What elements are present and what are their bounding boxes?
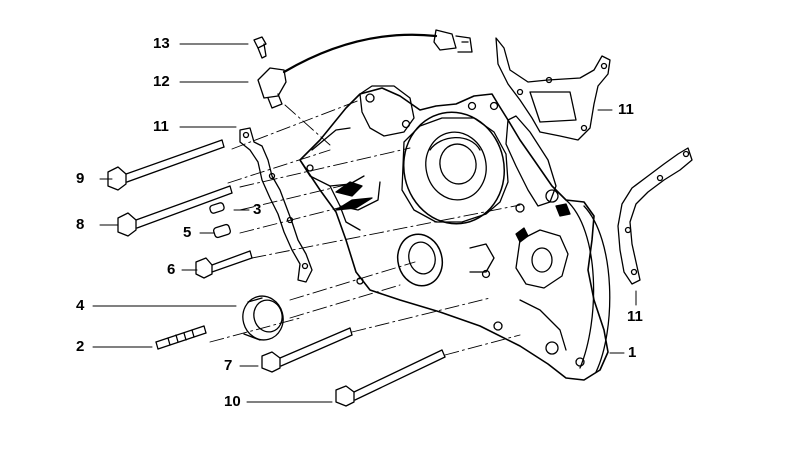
stud-part-2: [155, 325, 207, 350]
callout-3: 3: [253, 201, 262, 218]
sensor-part-12: [257, 29, 473, 109]
callout-11-left: 11: [153, 118, 169, 135]
callout-7: 7: [224, 357, 233, 374]
bolt-part-8: [117, 185, 233, 237]
bolt-part-10: [335, 349, 446, 407]
callout-6: 6: [167, 261, 176, 278]
gasket-part-11-right: [617, 147, 693, 285]
callout-2: 2: [76, 338, 85, 355]
callout-11-bottom-right: 11: [627, 308, 643, 325]
callout-1: 1: [628, 344, 637, 361]
seal-ring-part-4: [242, 295, 284, 341]
timing-cover-part-1: [299, 85, 611, 381]
callout-5: 5: [183, 224, 192, 241]
callout-8: 8: [76, 216, 85, 233]
gasket-part-11-left: [239, 127, 313, 283]
callout-13: 13: [153, 35, 170, 52]
screw-part-13: [253, 36, 267, 59]
dowel-part-3: [209, 202, 225, 214]
bolt-part-9: [107, 139, 225, 191]
callout-12: 12: [153, 73, 170, 90]
callout-10: 10: [224, 393, 241, 410]
callout-4: 4: [76, 297, 85, 314]
bolt-part-7: [261, 327, 353, 373]
bolt-part-6: [195, 250, 253, 279]
alignment-lines: [209, 99, 521, 356]
callout-11-top-right: 11: [618, 101, 634, 118]
sleeve-part-5: [212, 223, 232, 239]
gasket-part-11-top: [495, 37, 611, 141]
leader-lines: [92, 43, 637, 403]
callout-9: 9: [76, 170, 85, 187]
